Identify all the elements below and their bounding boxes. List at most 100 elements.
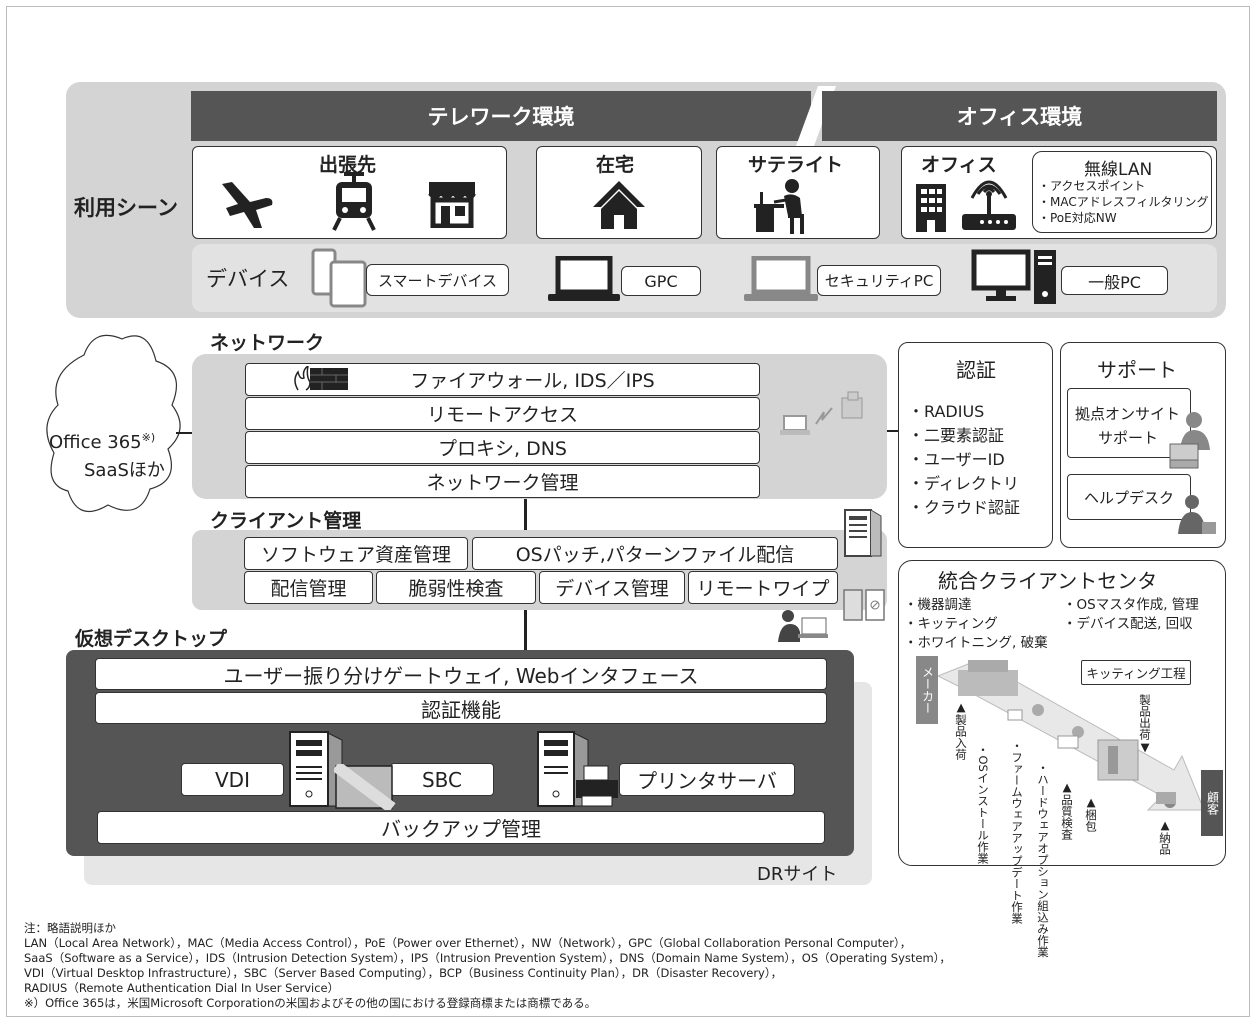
auth-item-3: ・ユーザーID: [908, 450, 1005, 469]
notes-line-1: LAN（Local Area Network），MAC（Media Access…: [24, 936, 912, 950]
auth-item-1: ・RADIUS: [908, 402, 985, 421]
security-pc-laptop-icon: [744, 256, 818, 304]
connector-network-client: [524, 498, 527, 532]
notes-line-5: ※）Office 365は，米国Microsoft Corporationの米国…: [24, 996, 597, 1010]
center-left-item-1: ・機器調達: [904, 597, 972, 613]
device-mgmt-label: デバイス管理: [555, 578, 669, 600]
connector-network-auth: [886, 430, 900, 432]
home-label: 在宅: [596, 154, 635, 176]
security-pc-box: セキュリティPC: [817, 265, 941, 296]
worker-desk-icon: [752, 178, 810, 234]
sbc-label: SBC: [421, 767, 463, 792]
printer-server-label: プリンタサーバ: [637, 769, 777, 793]
house-icon: [591, 179, 647, 231]
smart-device-box: スマートデバイス: [366, 264, 509, 296]
distribution-mgmt-label: 配信管理: [270, 578, 347, 600]
customer-tag: 顧客: [1201, 770, 1223, 836]
network-management-label: ネットワーク管理: [426, 472, 579, 494]
auth-box: [898, 342, 1053, 548]
distribution-mgmt-box: 配信管理: [244, 571, 373, 604]
shop-icon: [427, 180, 477, 228]
notes-line-2: SaaS（Software as a Service），IDS（Intrusio…: [24, 951, 951, 965]
client-center-title: 統合クライアントセンタ: [938, 569, 1158, 593]
step-packing: ▲梱包: [1084, 795, 1098, 832]
network-item-proxy-dns: プロキシ, DNS: [245, 431, 760, 464]
notes-line-3: VDI（Virtual Desktop Infrastructure），SBC（…: [24, 966, 783, 980]
vdi-server-icon: [286, 730, 362, 808]
client-mgmt-title: クライアント管理: [210, 510, 362, 532]
office-env-label: オフィス環境: [956, 105, 1083, 129]
travel-label: 出張先: [319, 154, 377, 176]
kitting-process-label: キッティング工程: [1086, 666, 1186, 681]
gateway-label: ユーザー振り分けゲートウェイ, Webインタフェース: [223, 663, 699, 688]
wlan-item-1: ・アクセスポイント: [1038, 179, 1146, 193]
gpc-label: GPC: [644, 271, 678, 291]
printer-server-box: プリンタサーバ: [619, 763, 795, 796]
kitting-flow-arrow: [938, 660, 1218, 850]
auth-function-label: 認証機能: [421, 697, 501, 722]
support-worker-icon: [1166, 410, 1214, 470]
sbc-box: SBC: [390, 763, 494, 796]
center-right-item-2: ・デバイス配送, 回収: [1063, 616, 1193, 632]
maker-tag: メーカー: [916, 656, 938, 724]
device-mgmt-box: デバイス管理: [539, 571, 685, 604]
customer-label: 顧客: [1205, 791, 1220, 815]
firewall-icon: [292, 366, 350, 392]
office-label: オフィス: [921, 154, 997, 176]
remote-wipe-box: リモートワイプ: [688, 571, 838, 604]
dr-site-label: DRサイト: [757, 864, 838, 885]
network-item-management: ネットワーク管理: [245, 465, 760, 498]
maker-label: メーカー: [920, 666, 935, 714]
network-title: ネットワーク: [210, 332, 325, 354]
helpdesk-operator-icon: [1172, 494, 1218, 536]
desktop-pc-icon: [970, 248, 1060, 308]
figure-frame: [6, 6, 1250, 1017]
step-quality: ▲品質検査: [1060, 780, 1074, 840]
software-asset-label: ソフトウェア資産管理: [260, 544, 451, 566]
vdesktop-title: 仮想デスクトップ: [75, 628, 228, 650]
satellite-label: サテライト: [748, 154, 844, 176]
backup-label: バックアップ管理: [381, 817, 541, 841]
proxy-dns-label: プロキシ, DNS: [438, 438, 567, 460]
gpc-laptop-icon: [548, 256, 620, 304]
gateway-box: ユーザー振り分けゲートウェイ, Webインタフェース: [95, 658, 827, 690]
building-icon: [914, 182, 948, 232]
vdi-label: VDI: [215, 767, 250, 792]
wlan-item-2: ・MACアドレスフィルタリング: [1038, 195, 1209, 209]
connector-cloud-network: [176, 432, 194, 434]
network-item-firewall: ファイアウォール, IDS／IPS: [245, 363, 760, 396]
gpc-box: GPC: [621, 266, 701, 296]
step-os-install: ・OSインストール作業: [976, 744, 990, 864]
remote-access-icon: [780, 390, 876, 440]
os-patch-label: OSパッチ,パターンファイル配信: [515, 544, 795, 566]
onsite-support-line2: サポート: [1098, 429, 1159, 447]
smart-device-label: スマートデバイス: [377, 271, 498, 290]
security-pc-label: セキュリティPC: [824, 272, 934, 290]
firewall-label: ファイアウォール, IDS／IPS: [410, 370, 655, 392]
helpdesk-label: ヘルプデスク: [1083, 488, 1174, 507]
wlan-item-3: ・PoE対応NW: [1038, 211, 1117, 225]
train-icon: [332, 172, 376, 232]
kitting-process-box: キッティング工程: [1081, 660, 1191, 685]
devices-label: デバイス: [206, 267, 290, 291]
cloud-shape: [44, 325, 192, 525]
telework-header: テレワーク環境: [191, 91, 811, 141]
telework-label: テレワーク環境: [427, 105, 575, 129]
connector-client-vdesk: [524, 610, 527, 650]
notes-title: 注：略語説明ほか: [24, 921, 116, 935]
cloud-superscript: ※): [141, 431, 156, 444]
software-asset-box: ソフトウェア資産管理: [244, 537, 468, 570]
general-pc-label: 一般PC: [1088, 272, 1141, 292]
auth-item-5: ・クラウド認証: [908, 498, 1021, 517]
mobile-lock-icon: [842, 588, 888, 624]
notes-line-4: RADIUS（Remote Authentication Dial In Use…: [24, 981, 340, 995]
smartphone-tablet-icon: [311, 248, 367, 308]
auth-item-2: ・二要素認証: [908, 426, 1005, 445]
center-right-item-1: ・OSマスタ作成, 管理: [1063, 597, 1199, 613]
onsite-support-line1: 拠点オンサイト: [1075, 405, 1181, 423]
office-env-header: オフィス環境: [822, 91, 1217, 141]
operator-icon: [776, 608, 830, 644]
step-hardware: ・ハードウェアオプション組込み作業: [1036, 762, 1050, 958]
auth-item-4: ・ディレクトリ: [908, 474, 1019, 493]
wireless-lan-title: 無線LAN: [1084, 160, 1153, 180]
